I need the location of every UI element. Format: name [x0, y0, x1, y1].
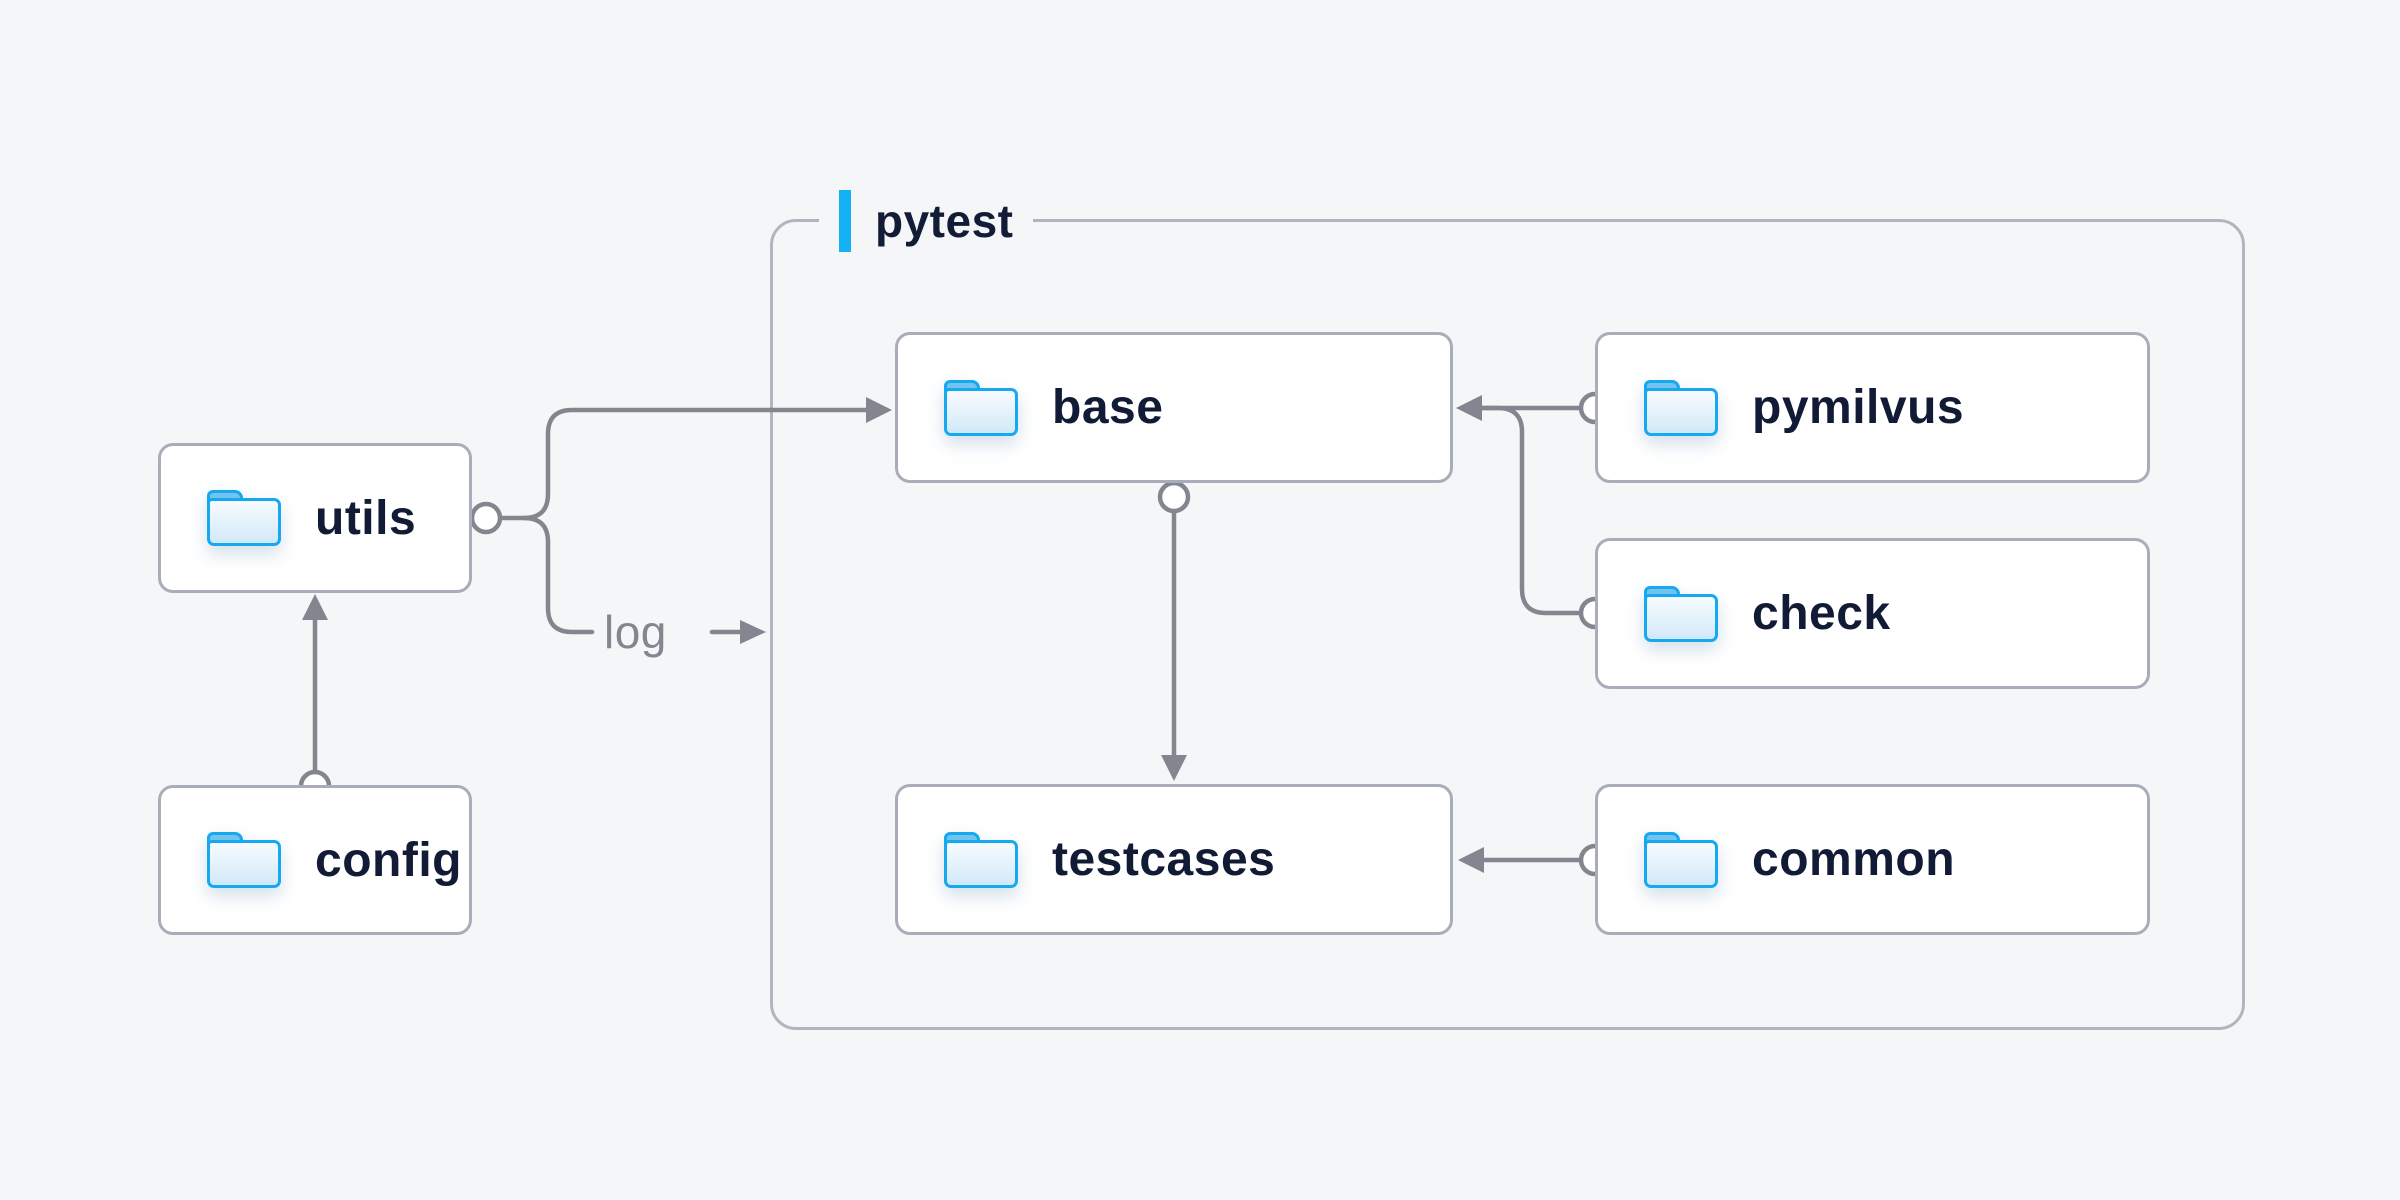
node-pymilvus: pymilvus [1595, 332, 2150, 483]
pytest-group-container: pytest [770, 186, 2245, 1030]
node-common: common [1595, 784, 2150, 935]
node-testcases-label: testcases [1052, 833, 1276, 886]
edge-label-log: log [604, 606, 667, 658]
node-common-label: common [1752, 833, 1956, 886]
pytest-group-title: pytest [875, 195, 1014, 247]
pytest-group-label: pytest [819, 186, 1034, 256]
folder-icon [207, 832, 281, 888]
node-config-label: config [315, 833, 462, 887]
folder-icon [1644, 585, 1718, 642]
node-base: base [895, 332, 1453, 483]
node-check-label: check [1752, 587, 1891, 640]
node-config: config [158, 785, 472, 935]
node-utils-label: utils [315, 491, 417, 545]
folder-icon [207, 490, 281, 546]
accent-bar-icon [839, 190, 851, 252]
port-utils-right [469, 501, 503, 535]
node-base-label: base [1052, 381, 1164, 434]
node-testcases: testcases [895, 784, 1453, 935]
node-pymilvus-label: pymilvus [1752, 381, 1965, 434]
folder-icon [1644, 831, 1718, 888]
node-check: check [1595, 538, 2150, 689]
folder-icon [944, 831, 1018, 888]
edge-config-utils [302, 594, 328, 775]
folder-icon [1644, 379, 1718, 436]
folder-icon [944, 379, 1018, 436]
node-utils: utils [158, 443, 472, 593]
